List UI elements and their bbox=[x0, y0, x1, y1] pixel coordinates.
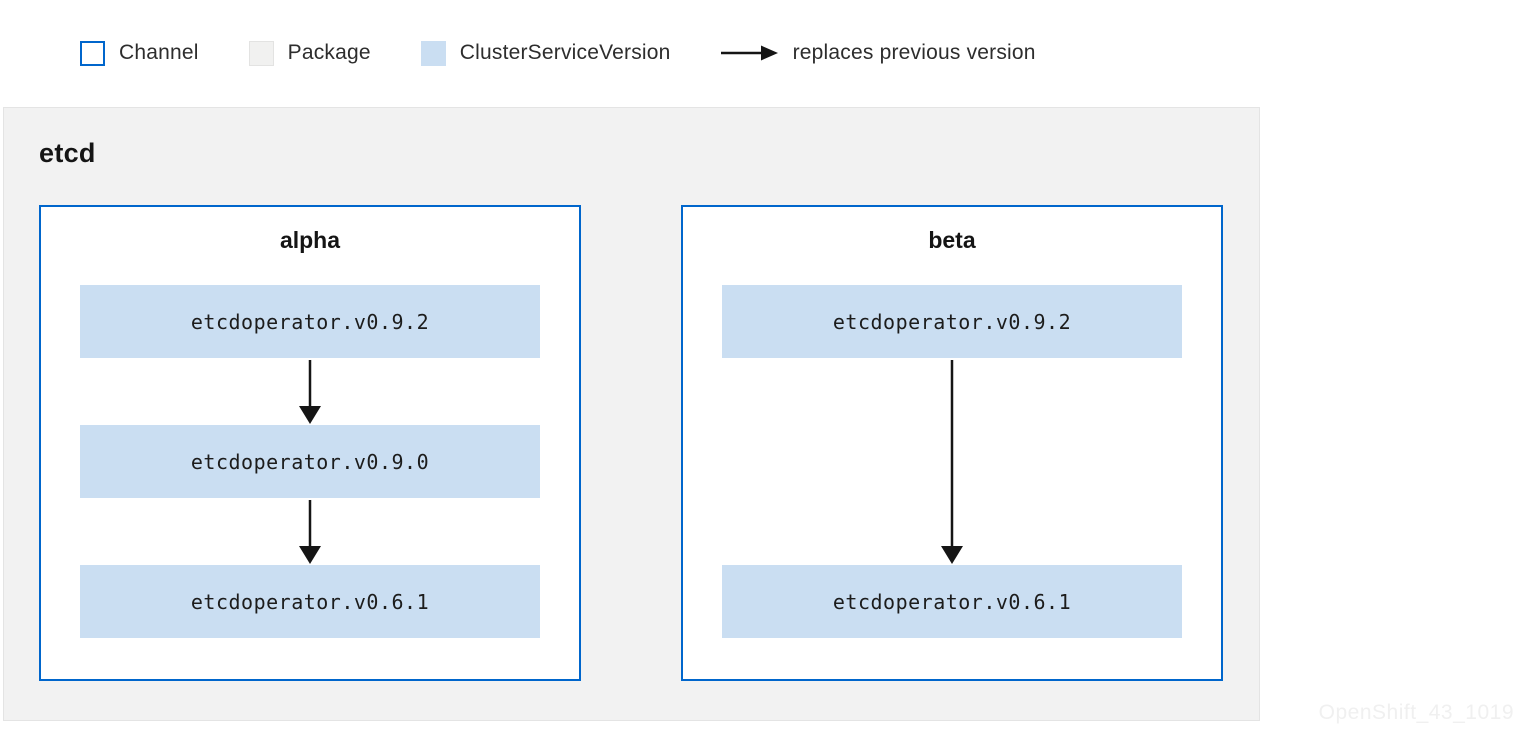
legend-label-csv: ClusterServiceVersion bbox=[459, 41, 671, 64]
right-arrow-icon bbox=[720, 45, 778, 61]
package-box-etcd: etcd alpha etcdoperator.v0.9.2 etcdopera… bbox=[3, 107, 1260, 721]
channel-title-alpha: alpha bbox=[279, 227, 341, 253]
csv-label: etcdoperator.v0.6.1 bbox=[832, 589, 1072, 614]
csv-label: etcdoperator.v0.9.2 bbox=[190, 309, 430, 334]
package-title: etcd bbox=[39, 138, 96, 168]
csv-node-alpha-v090: etcdoperator.v0.9.0 bbox=[80, 425, 540, 498]
legend-item-replaces: replaces previous version bbox=[720, 41, 1036, 65]
replaces-arrow-icon bbox=[299, 360, 321, 424]
channel-swatch-icon bbox=[80, 40, 105, 66]
legend-label-package: Package bbox=[287, 41, 371, 64]
legend-item-csv: ClusterServiceVersion bbox=[420, 40, 671, 66]
csv-node-alpha-v092: etcdoperator.v0.9.2 bbox=[80, 285, 540, 358]
channel-box-alpha: alpha etcdoperator.v0.9.2 etcdoperator.v… bbox=[39, 205, 581, 681]
csv-node-alpha-v061: etcdoperator.v0.6.1 bbox=[80, 565, 540, 638]
replaces-arrow-icon bbox=[299, 500, 321, 564]
legend-label-channel: Channel bbox=[119, 41, 199, 64]
channel-title-beta: beta bbox=[928, 227, 976, 253]
legend-item-channel: Channel bbox=[80, 40, 199, 66]
csv-node-beta-v061: etcdoperator.v0.6.1 bbox=[722, 565, 1182, 638]
csv-label: etcdoperator.v0.9.0 bbox=[190, 449, 430, 474]
csv-label: etcdoperator.v0.9.2 bbox=[832, 309, 1072, 334]
csv-label: etcdoperator.v0.6.1 bbox=[190, 589, 430, 614]
csv-swatch-icon bbox=[420, 40, 446, 66]
csv-node-beta-v092: etcdoperator.v0.9.2 bbox=[722, 285, 1182, 358]
channel-box-beta: beta etcdoperator.v0.9.2 etcdoperator.v0… bbox=[681, 205, 1223, 681]
package-swatch-icon bbox=[248, 40, 274, 66]
watermark-text: OpenShift_43_1019 bbox=[1318, 701, 1514, 724]
legend-item-package: Package bbox=[248, 40, 371, 66]
legend-label-replaces: replaces previous version bbox=[792, 41, 1036, 64]
legend: Channel Package ClusterServiceVersion re… bbox=[80, 38, 1036, 68]
replaces-arrow-icon bbox=[941, 360, 963, 564]
